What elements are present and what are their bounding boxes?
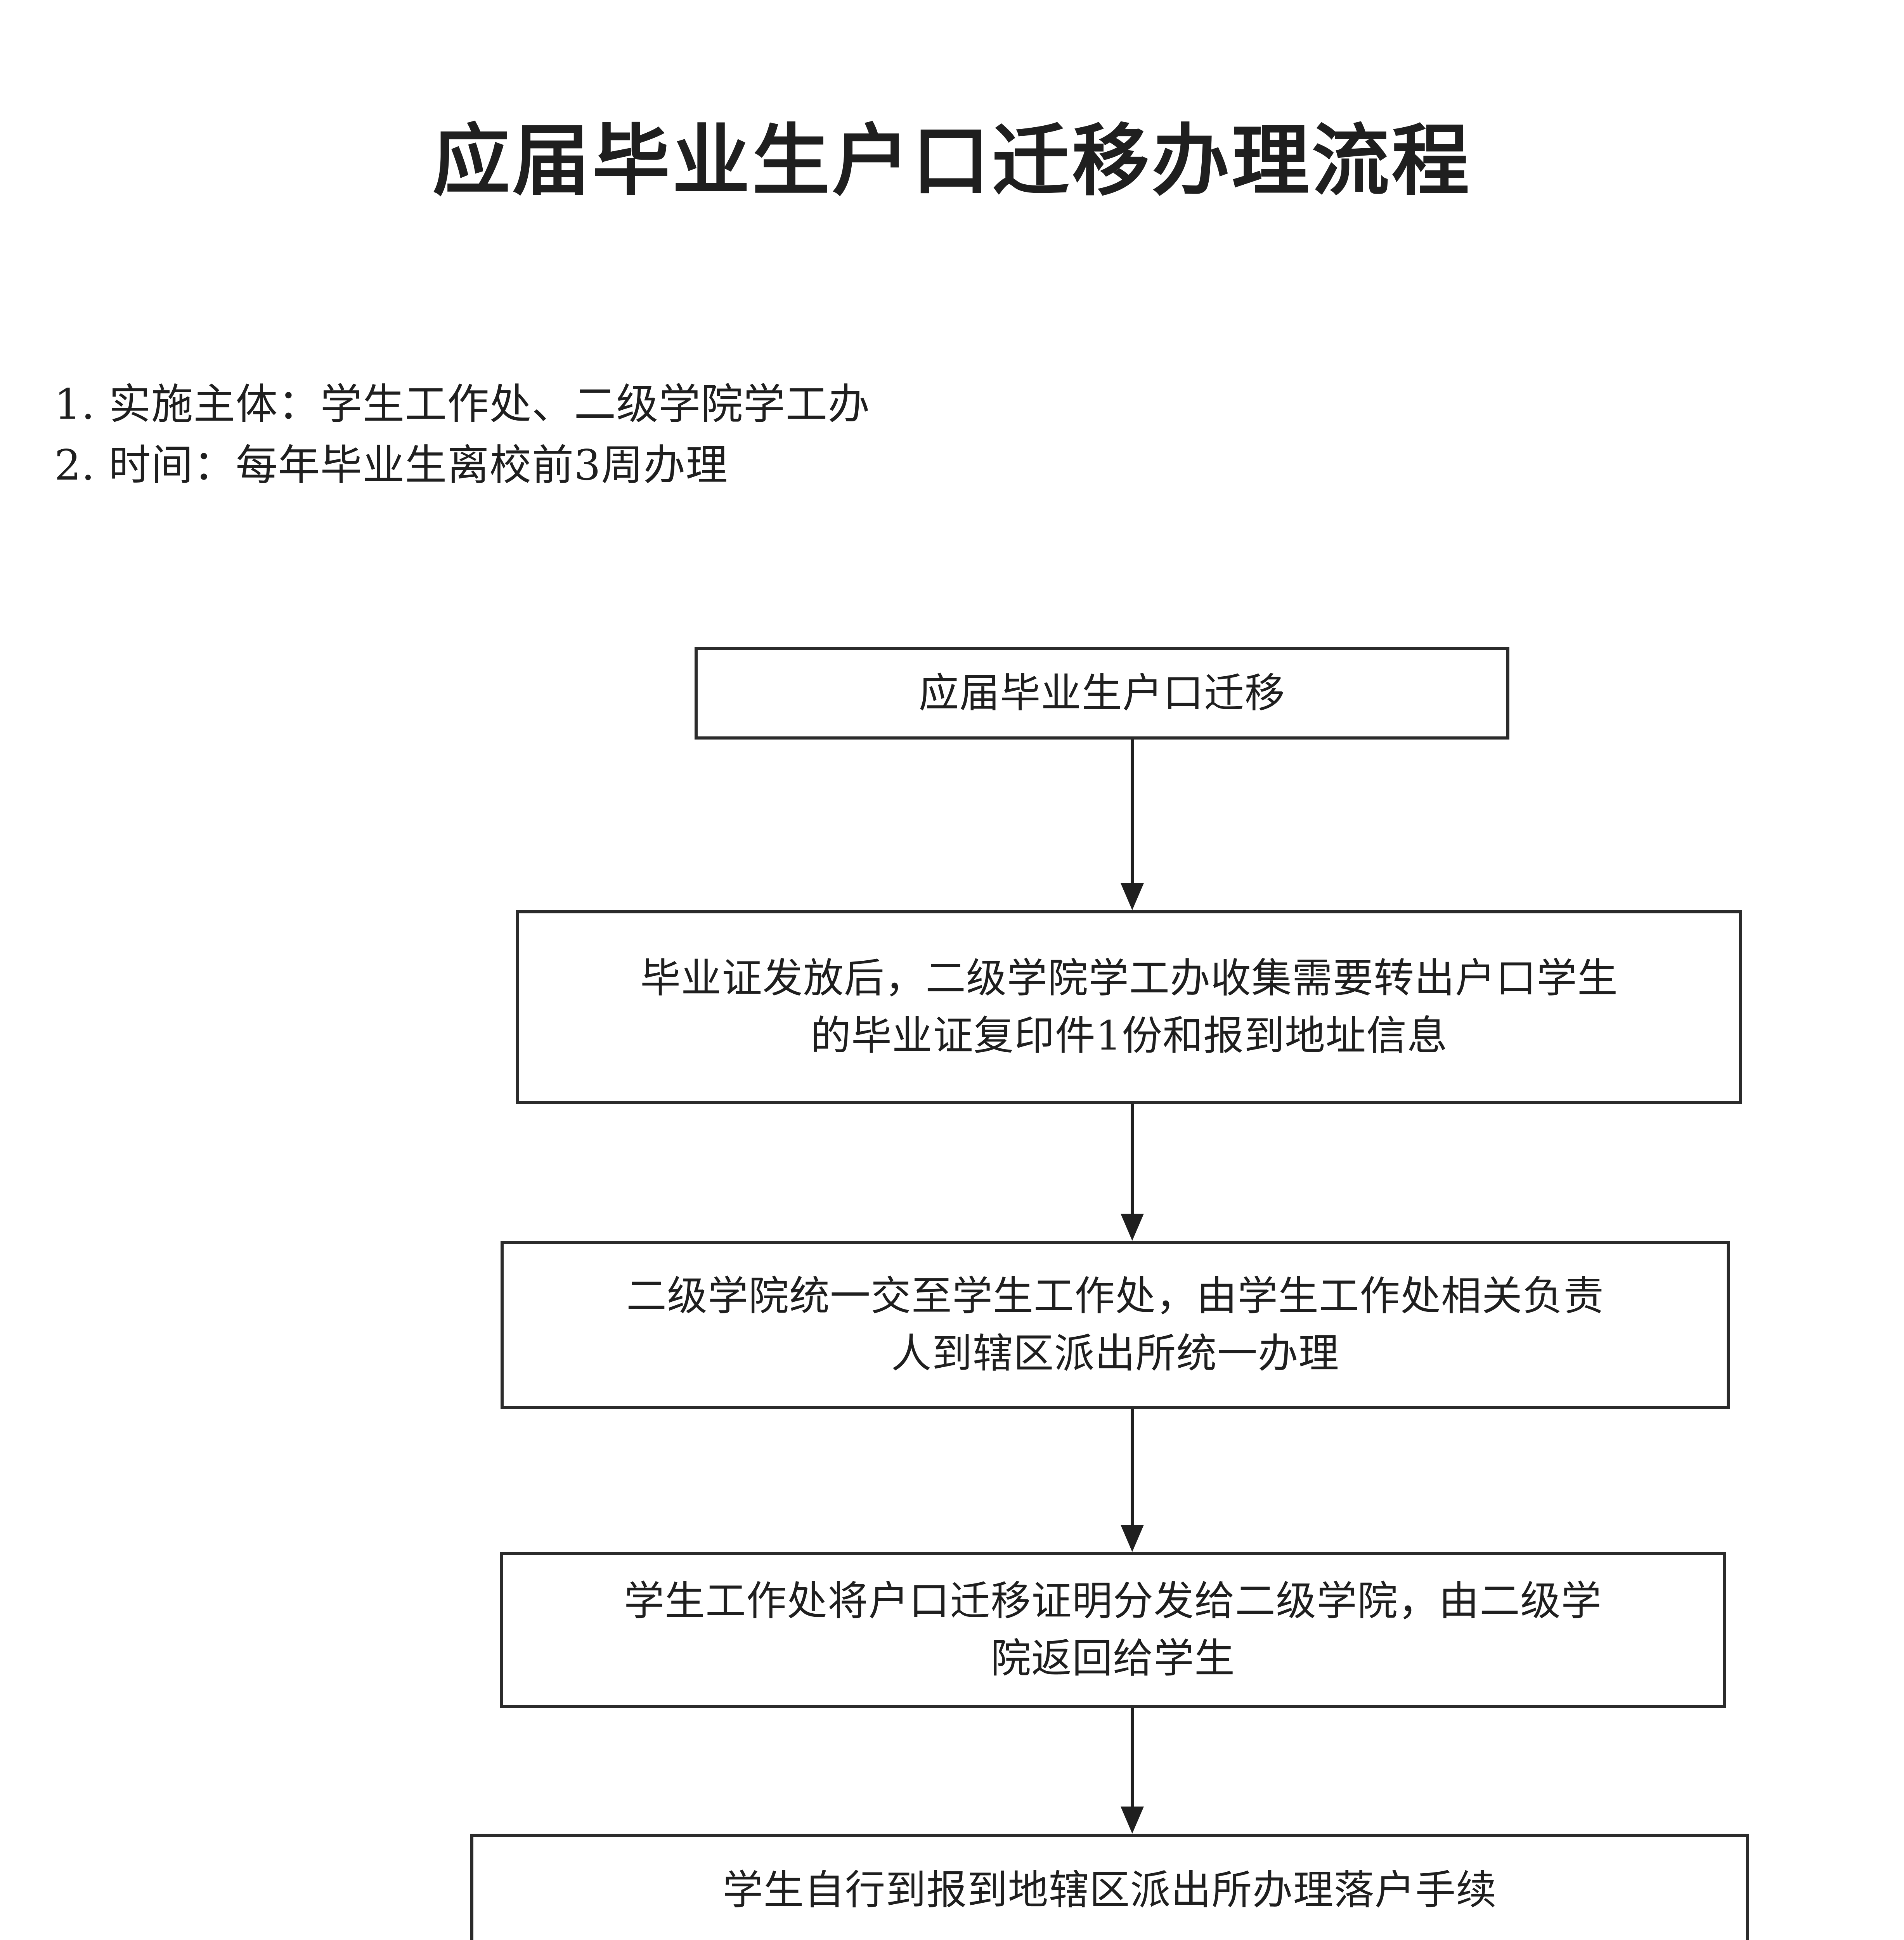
- flow-node-2-text: 毕业证发放后，二级学院学工办收集需要转出户口学生 的毕业证复印件1份和报到地址信…: [625, 950, 1634, 1064]
- flow-node-1[interactable]: 应届毕业生户口迁移: [695, 647, 1509, 740]
- flow-node-3-line-2: 人到辖区派出所统一办理: [891, 1330, 1339, 1377]
- flow-node-1-text: 应届毕业生户口迁移: [903, 665, 1301, 722]
- flow-node-3[interactable]: 二级学院统一交至学生工作处，由学生工作处相关负责 人到辖区派出所统一办理: [501, 1241, 1730, 1409]
- flow-node-4-text: 学生工作处将户口迁移证明分发给二级学院，由二级学 院返回给学生: [608, 1573, 1617, 1687]
- flow-node-1-line-1: 应届毕业生户口迁移: [918, 669, 1286, 717]
- flow-node-4-line-1: 学生工作处将户口迁移证明分发给二级学院，由二级学: [624, 1577, 1602, 1625]
- note-item-2: 2. 时间：每年毕业生离校前3周办理: [54, 441, 728, 490]
- flow-node-4-line-2: 院返回给学生: [990, 1635, 1235, 1682]
- note-item-1: 1. 实施主体：学生工作处、二级学院学工办: [54, 380, 870, 429]
- flow-node-5-line-1: 学生自行到报到地辖区派出所办理落户手续: [722, 1866, 1497, 1914]
- flow-node-2[interactable]: 毕业证发放后，二级学院学工办收集需要转出户口学生 的毕业证复印件1份和报到地址信…: [516, 910, 1742, 1104]
- flow-node-3-line-1: 二级学院统一交至学生工作处，由学生工作处相关负责: [626, 1272, 1604, 1320]
- flow-node-2-line-2: 的毕业证复印件1份和报到地址信息: [810, 1012, 1448, 1059]
- flow-node-3-text: 二级学院统一交至学生工作处，由学生工作处相关负责 人到辖区派出所统一办理: [611, 1268, 1620, 1382]
- notes-list: 1. 实施主体：学生工作处、二级学院学工办 2. 时间：每年毕业生离校前3周办理: [54, 374, 1451, 496]
- flow-node-5[interactable]: 学生自行到报到地辖区派出所办理落户手续: [470, 1834, 1749, 1940]
- flow-node-5-text: 学生自行到报到地辖区派出所办理落户手续: [707, 1862, 1512, 1919]
- flow-node-4[interactable]: 学生工作处将户口迁移证明分发给二级学院，由二级学 院返回给学生: [500, 1552, 1726, 1708]
- flow-node-2-line-1: 毕业证发放后，二级学院学工办收集需要转出户口学生: [640, 954, 1618, 1002]
- page-title: 应届毕业生户口迁移办理流程: [432, 115, 1472, 206]
